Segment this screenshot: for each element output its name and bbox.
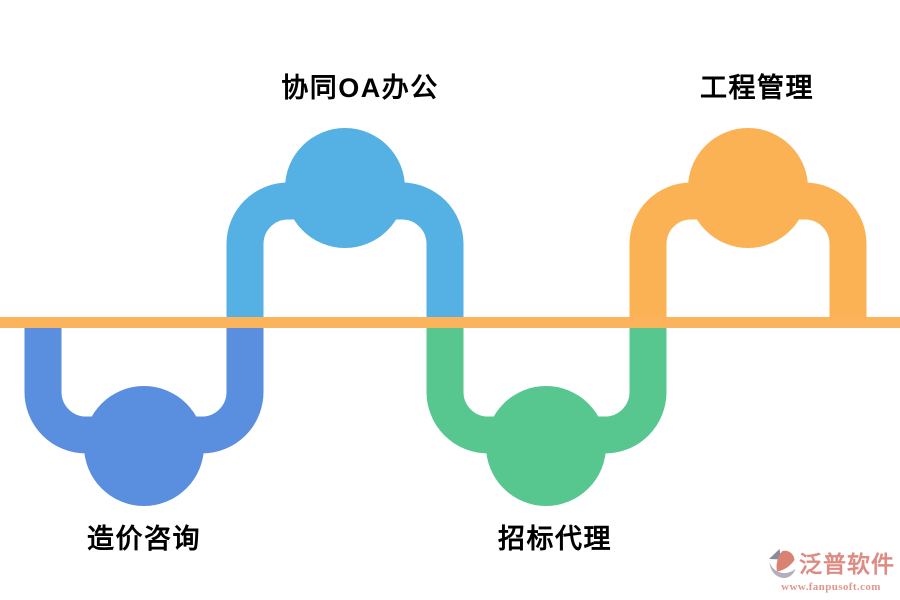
- logo-company-name: 泛普软件: [799, 550, 895, 577]
- logo-website-url: www.fanpusoft.com: [781, 581, 881, 593]
- label-oa-office: 协同OA办公: [281, 73, 439, 103]
- label-bidding-agency: 招标代理: [498, 524, 612, 554]
- baseline: [0, 317, 900, 328]
- fanpu-watermark: 泛普软件 www.fanpusoft.com: [765, 547, 897, 593]
- node-circle-cost-consulting: [84, 386, 204, 506]
- fanpu-swirl-icon: [767, 547, 797, 581]
- node-circle-bidding-agency: [486, 386, 606, 506]
- node-circle-engineering-management: [688, 128, 808, 248]
- label-engineering-management: 工程管理: [700, 73, 814, 103]
- node-circle-oa-office: [285, 128, 405, 248]
- label-cost-consulting: 造价咨询: [87, 524, 201, 554]
